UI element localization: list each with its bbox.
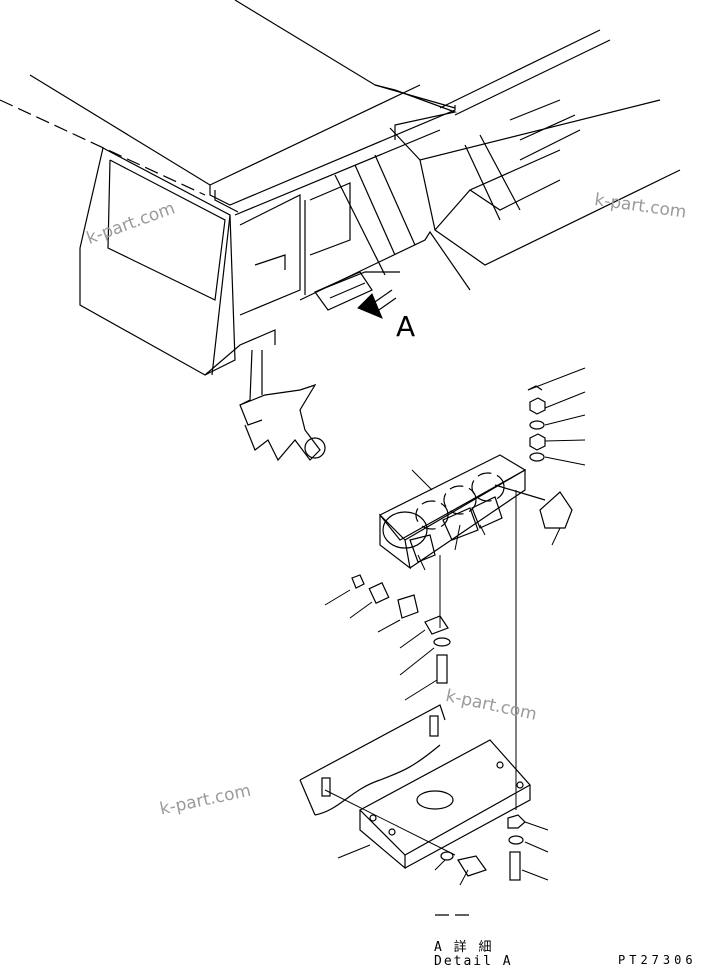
detail-title-jp: A 詳 細 — [434, 940, 494, 955]
mounting-plate — [299, 704, 531, 870]
hardware-stack-top — [527, 367, 586, 466]
cab-overview — [0, 0, 681, 462]
detail-title-en: Detail A — [434, 954, 513, 969]
lamp-bracket-assembly — [379, 454, 573, 810]
fasteners-bottom — [434, 814, 549, 916]
hardware-left — [324, 574, 451, 701]
drawing-code: PT27306 — [618, 953, 697, 967]
callout-letter: A — [396, 310, 416, 343]
